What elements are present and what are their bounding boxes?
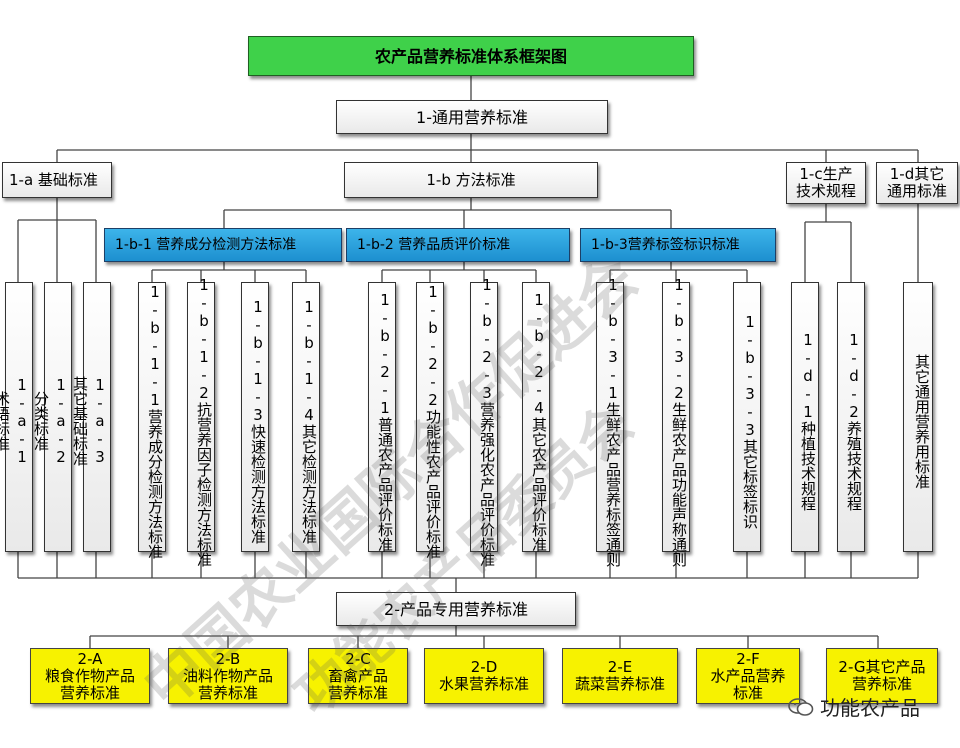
leaf-a2-classification: 1-a-2 分类标准 (32, 282, 72, 552)
product-code: 2-F (736, 649, 760, 668)
brand-badge: 功能农产品 (788, 692, 920, 721)
leaf-b13: 1-b-1-3快速检测方法标准 (241, 282, 269, 552)
product-2g-other: 2-G其它产品营养标准 (826, 648, 938, 704)
product-name: 油料作物产品营养标准 (182, 666, 273, 702)
product-code: 2-E (607, 658, 633, 676)
leaf-b12: 1-b-1-2抗营养因子检测方法标准 (187, 276, 215, 567)
product-code: 2-C (345, 649, 371, 668)
leaf-b23: 1-b-2-3营养强化农产品评价标准 (470, 276, 498, 567)
branch-d-other: 1-d其它 通用标准 (876, 162, 958, 204)
leaf-b22: 1-b-2-2功能性农产品评价标准 (416, 282, 444, 559)
wechat-icon (788, 697, 814, 716)
product-code: 2-A (77, 649, 103, 668)
leaf-c2-breeding: 1-d-2养殖技术规程 (837, 282, 865, 552)
leaf-a1-terminology: 1-a-1 术语标准 (0, 282, 33, 552)
product-code: 2-D (470, 658, 498, 676)
product-name: 畜禽产品营养标准 (327, 666, 388, 702)
product-name: 水产品营养标准 (710, 666, 786, 702)
leaf-b14: 1-b-1-4其它检测方法标准 (292, 282, 320, 552)
product-name: 水果营养标准 (438, 675, 529, 693)
leaf-c1-planting: 1-d-1种植技术规程 (791, 282, 819, 552)
leaf-b32: 1-b-3-2生鲜农产品功能声称通则 (662, 276, 690, 567)
group-b1-detection-methods: 1-b-1 营养成分检测方法标准 (104, 228, 342, 262)
product-2a-grain: 2-A 粮食作物产品营养标准 (30, 648, 150, 704)
leaf-b31: 1-b-3-1生鲜农产品营养标签通则 (596, 276, 624, 567)
diagram-title: 农产品营养标准体系框架图 (248, 36, 694, 76)
product-2e-vegetable: 2-E 蔬菜营养标准 (562, 648, 678, 704)
product-name: 蔬菜营养标准 (574, 675, 665, 693)
product-name: 粮食作物产品营养标准 (44, 666, 135, 702)
group-b3-labeling: 1-b-3营养标签标识标准 (580, 228, 776, 262)
leaf-b24: 1-b-2-4其它农产品评价标准 (522, 282, 550, 552)
branch-a-basic: 1-a 基础标准 (2, 162, 112, 198)
brand-name: 功能农产品 (820, 696, 920, 720)
product-2f-aquatic: 2-F 水产品营养标准 (696, 648, 800, 704)
leaf-b21: 1-b-2-1普通农产品评价标准 (368, 282, 396, 552)
product-2d-fruit: 2-D 水果营养标准 (424, 648, 544, 704)
leaf-b11: 1-b-1-1营养成分检测方法标准 (138, 282, 166, 559)
product-name: 2-G其它产品营养标准 (838, 658, 926, 693)
leaf-a3-other-basic: 1-a-3 其它基础标准 (71, 282, 111, 552)
group-b2-quality-evaluation: 1-b-2 营养品质评价标准 (346, 228, 570, 262)
leaf-d1-other-general: 其它通用营养用标准 (903, 282, 933, 552)
product-code: 2-B (215, 649, 241, 668)
product-2c-livestock: 2-C 畜禽产品营养标准 (308, 648, 408, 704)
product-2b-oil: 2-B 油料作物产品营养标准 (168, 648, 288, 704)
leaf-b33: 1-b-3-3其它标签标识 (733, 282, 761, 552)
level2-product-standards: 2-产品专用营养标准 (336, 592, 576, 626)
branch-c-production: 1-c生产 技术规程 (786, 162, 866, 204)
branch-b-method: 1-b 方法标准 (344, 162, 598, 198)
level1-general-standards: 1-通用营养标准 (336, 100, 608, 134)
